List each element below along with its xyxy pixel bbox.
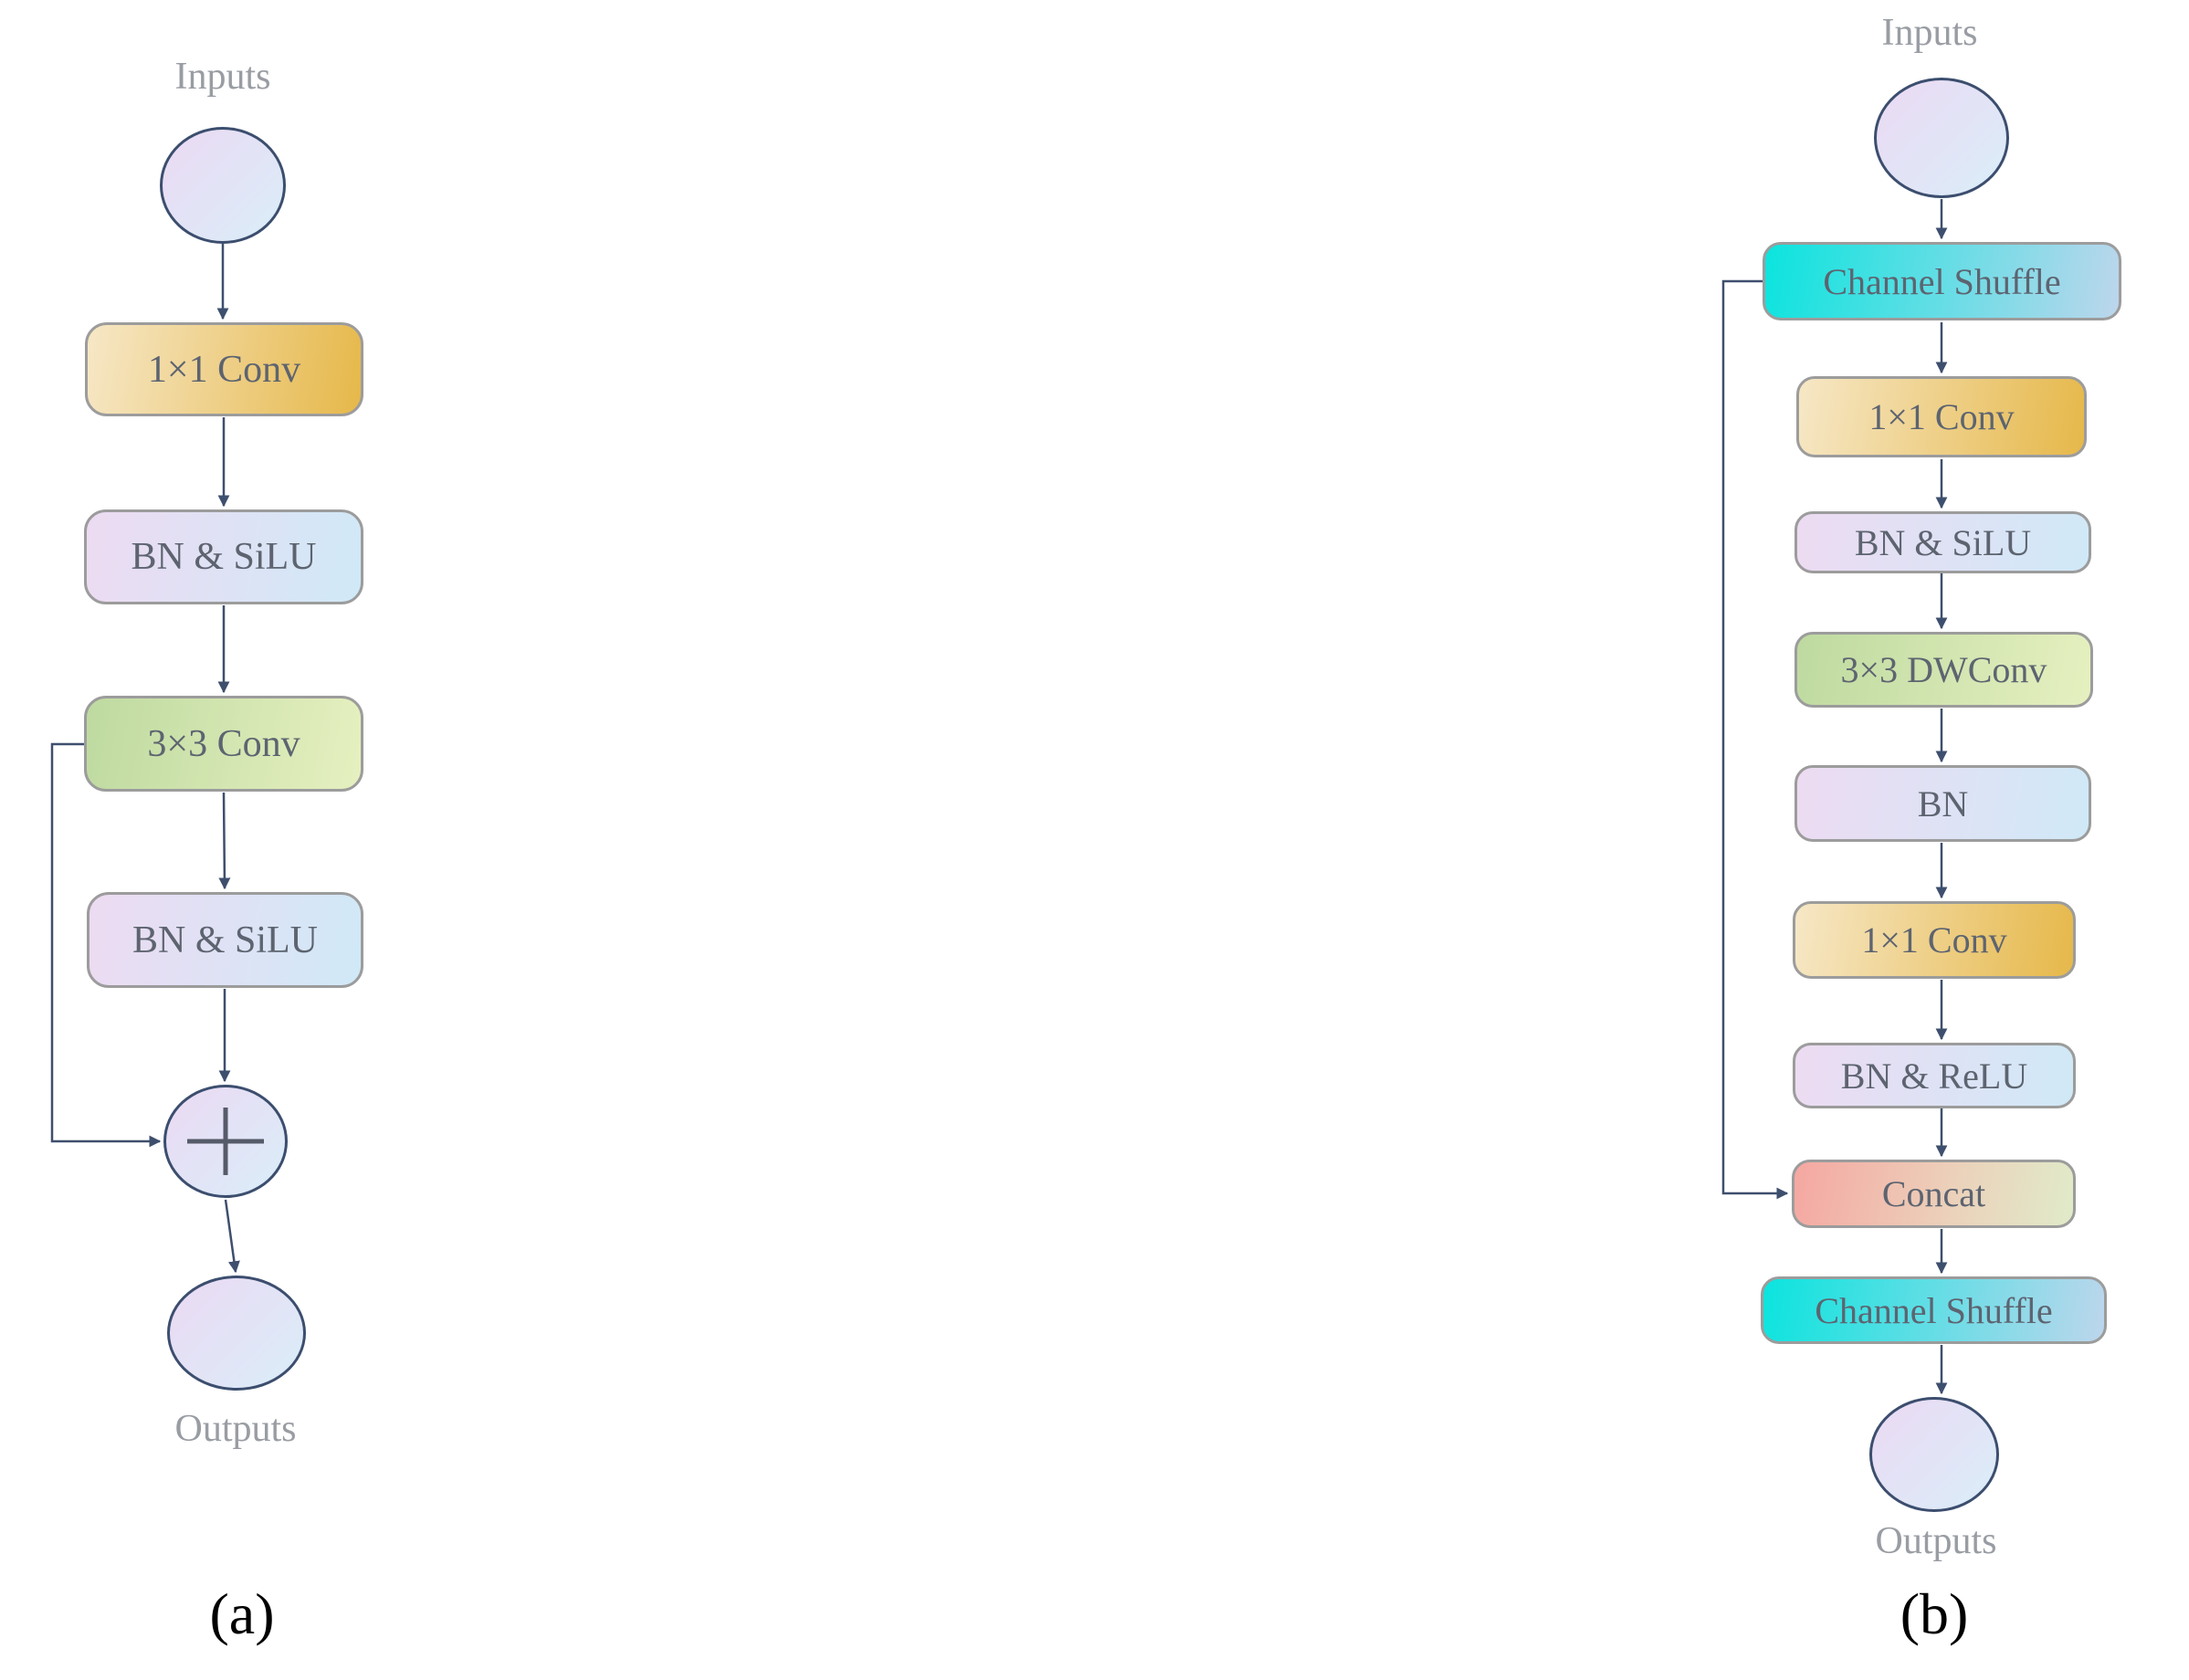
node-a-conv1x1: 1×1 Conv bbox=[85, 322, 363, 416]
diagram-a-input-label: Inputs bbox=[174, 56, 271, 98]
node-a-bn-silu-1: BN & SiLU bbox=[84, 509, 363, 604]
diagram-a-output-node bbox=[167, 1276, 306, 1391]
node-b-bn-silu: BN & SiLU bbox=[1794, 511, 2091, 573]
diagram-b-output-label: Outputs bbox=[1875, 1520, 1997, 1562]
diagram-a-output-label: Outputs bbox=[174, 1408, 297, 1450]
node-b-concat: Concat bbox=[1792, 1160, 2076, 1228]
arrow-a-conv3x3-to-bnsilu2 bbox=[218, 792, 231, 890]
node-b-channel-shuffle-2: Channel Shuffle bbox=[1761, 1276, 2107, 1344]
node-a-add bbox=[163, 1085, 288, 1198]
plus-icon bbox=[187, 1108, 264, 1175]
node-a-bn-silu-2: BN & SiLU bbox=[87, 892, 363, 988]
skip-connection-a bbox=[50, 742, 162, 1148]
diagram-b-caption: (b) bbox=[1900, 1581, 1969, 1646]
node-b-channel-shuffle-1: Channel Shuffle bbox=[1763, 242, 2121, 320]
diagram-b-input-node bbox=[1874, 78, 2009, 198]
node-b-dwconv3x3: 3×3 DWConv bbox=[1794, 632, 2093, 708]
diagram-a-input-node bbox=[160, 127, 286, 244]
node-b-bn: BN bbox=[1794, 765, 2091, 842]
node-b-bn-relu: BN & ReLU bbox=[1793, 1043, 2076, 1108]
node-b-conv1x1-2: 1×1 Conv bbox=[1793, 901, 2076, 979]
diagram-a-caption: (a) bbox=[209, 1581, 275, 1646]
node-a-conv3x3: 3×3 Conv bbox=[84, 696, 363, 792]
skip-connection-b bbox=[1721, 279, 1789, 1200]
arrow-a-add-to-output bbox=[224, 1199, 240, 1274]
diagram-b-input-label: Inputs bbox=[1881, 12, 1978, 54]
diagram-b-output-node bbox=[1869, 1397, 1999, 1512]
node-b-conv1x1-1: 1×1 Conv bbox=[1796, 376, 2087, 457]
